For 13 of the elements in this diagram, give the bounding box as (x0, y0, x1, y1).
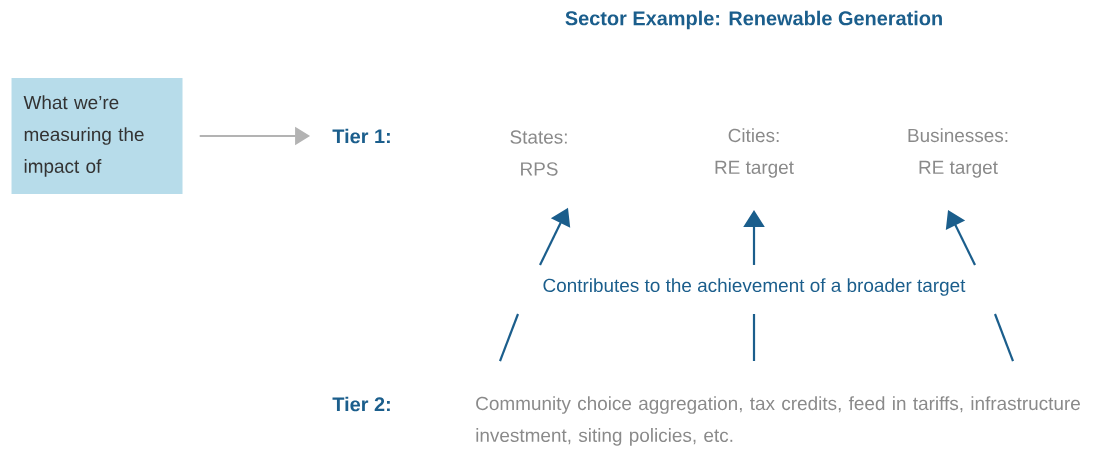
connector-line (993, 313, 1015, 362)
policy-label: Businesses: RE target (908, 128, 1008, 178)
title: Sector Example: Renewable Generation (565, 10, 942, 30)
connector-text: Contributes to the achievement of a broader target (543, 278, 966, 296)
policy-list: Community choice aggregation, tax credits, feed in tariffs, infrastructure investment, siting policies, etc. (476, 396, 1080, 446)
policy-label: States: RPS (510, 130, 567, 176)
connector-line (499, 313, 520, 362)
arrow (945, 210, 976, 266)
policy-label: Cities: RE target (715, 128, 794, 178)
tier-label: Tier 1: (332, 128, 390, 144)
label-box: What we’re measuring the impact of (11, 78, 183, 194)
tier-label: Tier 2: (332, 396, 390, 412)
connector-line (752, 314, 756, 362)
